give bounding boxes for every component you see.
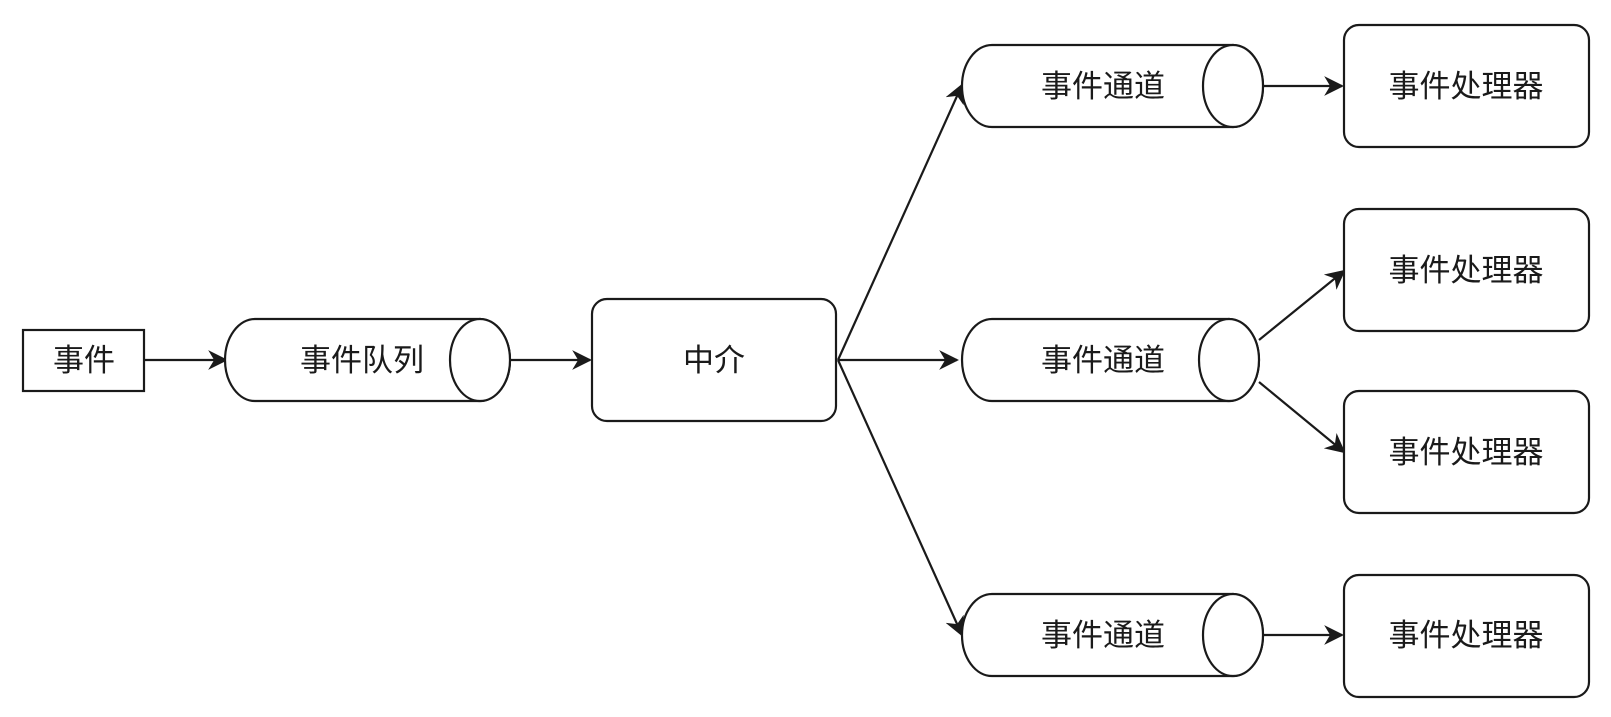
event-label: 事件 — [53, 343, 115, 379]
event-processor-3-label: 事件处理器 — [1389, 435, 1544, 471]
event-queue-label: 事件队列 — [300, 343, 424, 379]
event-processor-2: 事件处理器 — [1342, 207, 1591, 333]
edge-mediator-to-channel-1 — [836, 83, 964, 361]
event-processor-1-label: 事件处理器 — [1389, 69, 1544, 105]
edge-mediator-to-channel-3 — [836, 359, 964, 637]
event-queue-node: 事件队列 — [223, 317, 512, 403]
event-channel-1: 事件通道 — [960, 43, 1265, 129]
edges — [145, 76, 1346, 645]
event-processor-1: 事件处理器 — [1342, 23, 1591, 149]
event-processor-2-label: 事件处理器 — [1389, 253, 1544, 289]
mediator-node: 中介 — [590, 297, 838, 423]
event-processor-3: 事件处理器 — [1342, 389, 1591, 515]
event-processor-4: 事件处理器 — [1342, 573, 1591, 699]
mediator-label: 中介 — [683, 343, 745, 379]
event-channel-3-label: 事件通道 — [1041, 618, 1165, 654]
event-node: 事件 — [21, 328, 146, 393]
event-channel-3: 事件通道 — [960, 592, 1265, 678]
event-channel-1-label: 事件通道 — [1041, 69, 1165, 105]
event-processor-4-label: 事件处理器 — [1389, 618, 1544, 654]
edge-channel-2-to-processor-2 — [1258, 269, 1346, 341]
event-channel-2-label: 事件通道 — [1041, 343, 1165, 379]
event-channel-2: 事件通道 — [960, 317, 1261, 403]
edge-channel-2-to-processor-3 — [1258, 381, 1346, 454]
